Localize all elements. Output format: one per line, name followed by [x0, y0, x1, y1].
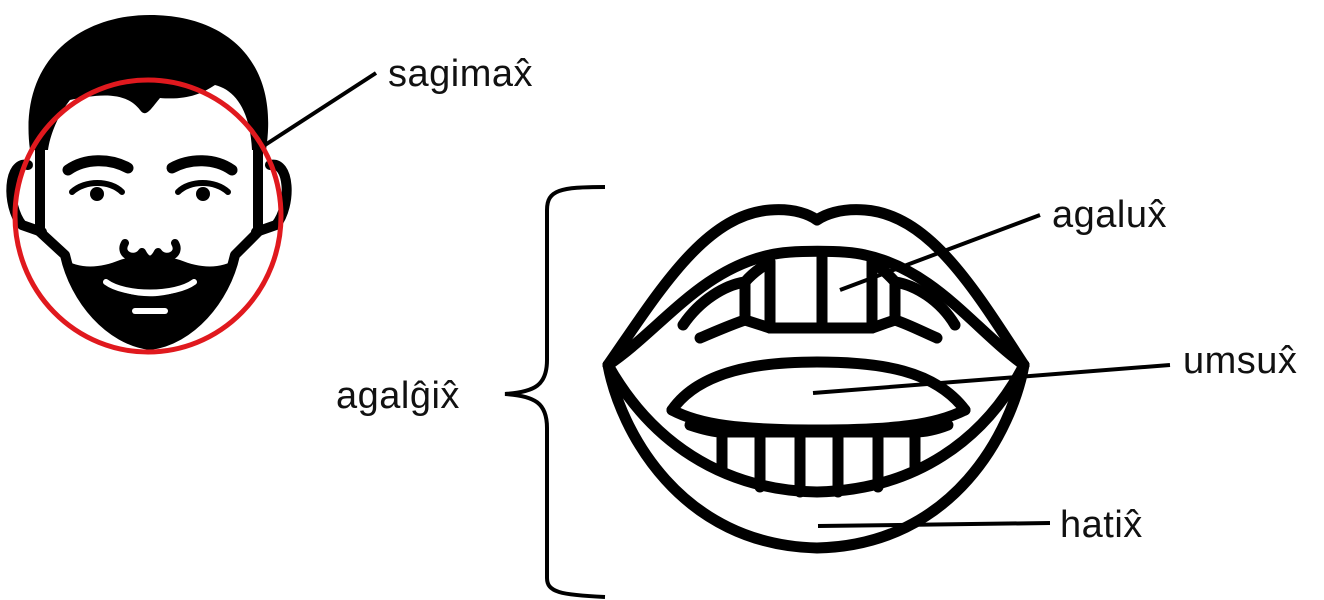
lip-label: hatix̂	[1060, 504, 1143, 546]
tooth-leader-line	[839, 213, 1041, 292]
face-highlight-circle	[12, 77, 284, 355]
face-leader-line	[263, 71, 378, 147]
tooth-label: agalux̂	[1052, 194, 1167, 236]
face-with-beard-icon	[6, 15, 292, 350]
tongue-leader-line	[812, 363, 1171, 395]
mouth-label: agalĝix̂	[336, 375, 460, 417]
tongue-label: umsux̂	[1183, 340, 1298, 382]
mouth-brace	[504, 185, 606, 599]
face-label: sagimax̂	[388, 53, 533, 95]
open-mouth-icon	[602, 204, 1030, 554]
lip-leader-line	[817, 521, 1051, 528]
